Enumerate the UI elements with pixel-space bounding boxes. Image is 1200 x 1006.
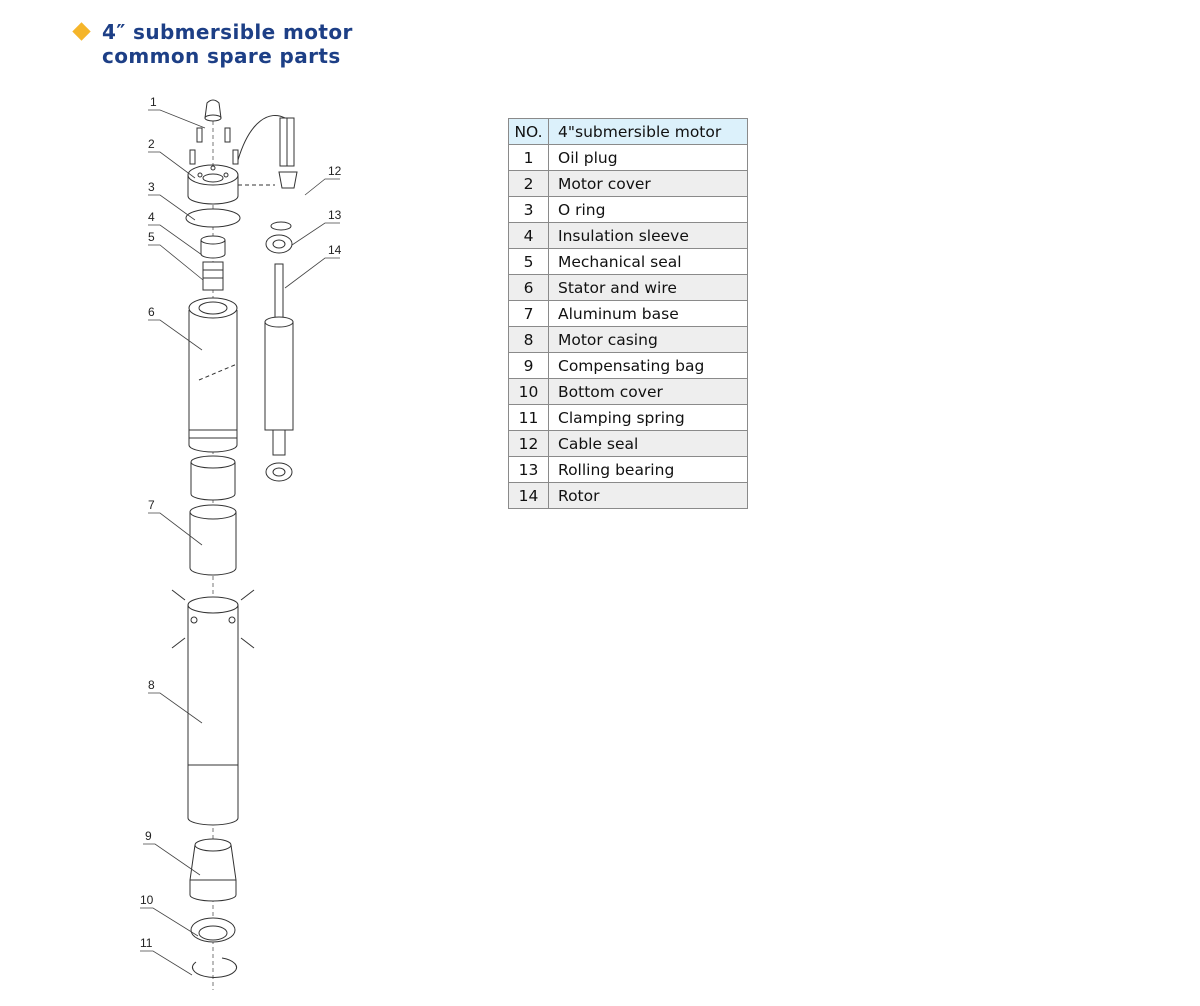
callout-4: 4 xyxy=(148,210,155,224)
title-line-1: 4″ submersible motor xyxy=(102,20,353,44)
row-no: 6 xyxy=(508,274,549,301)
part-bottom-cover xyxy=(190,917,236,943)
row-name: Motor cover xyxy=(548,170,748,197)
callout-12: 12 xyxy=(328,164,342,178)
row-no: 2 xyxy=(508,170,549,197)
part-oil-plug xyxy=(189,99,239,165)
callout-6: 6 xyxy=(148,305,155,319)
callout-8: 8 xyxy=(148,678,155,692)
callout-10: 10 xyxy=(140,893,154,907)
part-motor-casing xyxy=(187,596,239,826)
row-name: Compensating bag xyxy=(548,352,748,379)
callout-11: 11 xyxy=(140,936,153,950)
part-o-ring xyxy=(185,208,241,228)
callout-2: 2 xyxy=(148,137,155,151)
table-header-row: NO. 4"submersible motor xyxy=(508,118,748,145)
part-clamping-spring xyxy=(192,957,238,978)
row-name: O ring xyxy=(548,196,748,223)
row-name: Cable seal xyxy=(548,430,748,457)
row-name: Stator and wire xyxy=(548,274,748,301)
section-title: 4″ submersible motor common spare parts xyxy=(72,20,353,68)
row-name: Bottom cover xyxy=(548,378,748,405)
row-name: Rolling bearing xyxy=(548,456,748,483)
row-no: 11 xyxy=(508,404,549,431)
part-screws xyxy=(171,589,255,649)
row-no: 12 xyxy=(508,430,549,457)
row-no: 13 xyxy=(508,456,549,483)
callout-1: 1 xyxy=(150,95,157,109)
row-no: 4 xyxy=(508,222,549,249)
row-no: 3 xyxy=(508,196,549,223)
callout-14: 14 xyxy=(328,243,342,257)
part-stator-ring xyxy=(190,455,236,501)
callout-9: 9 xyxy=(145,829,152,843)
row-name: Rotor xyxy=(548,482,748,509)
row-name: Mechanical seal xyxy=(548,248,748,275)
part-rotor xyxy=(264,263,294,482)
row-name: Insulation sleeve xyxy=(548,222,748,249)
title-line-2: common spare parts xyxy=(102,44,341,68)
exploded-motor-diagram: 1 2 3 4 5 6 7 8 9 10 11 12 13 14 xyxy=(140,95,342,990)
row-name: Motor casing xyxy=(548,326,748,353)
row-no: 5 xyxy=(508,248,549,275)
row-no: 1 xyxy=(508,144,549,171)
row-no: 8 xyxy=(508,326,549,353)
callout-13: 13 xyxy=(328,208,342,222)
part-insulation-sleeve xyxy=(200,235,226,259)
row-name: Aluminum base xyxy=(548,300,748,327)
callout-3: 3 xyxy=(148,180,155,194)
row-no: 7 xyxy=(508,300,549,327)
callout-7: 7 xyxy=(148,498,155,512)
part-mechanical-seal xyxy=(202,261,224,291)
part-rolling-bearing xyxy=(265,221,293,254)
row-no: 9 xyxy=(508,352,549,379)
row-no: 10 xyxy=(508,378,549,405)
part-stator-and-wire xyxy=(188,297,238,453)
part-motor-cover xyxy=(187,164,239,205)
part-aluminum-base xyxy=(189,504,237,576)
header-name: 4"submersible motor xyxy=(548,118,748,145)
part-cable-seal xyxy=(237,114,298,189)
row-name: Clamping spring xyxy=(548,404,748,431)
callout-5: 5 xyxy=(148,230,155,244)
row-no: 14 xyxy=(508,482,549,509)
part-compensating-bag xyxy=(189,838,237,902)
row-name: Oil plug xyxy=(548,144,748,171)
header-no: NO. xyxy=(508,118,549,145)
